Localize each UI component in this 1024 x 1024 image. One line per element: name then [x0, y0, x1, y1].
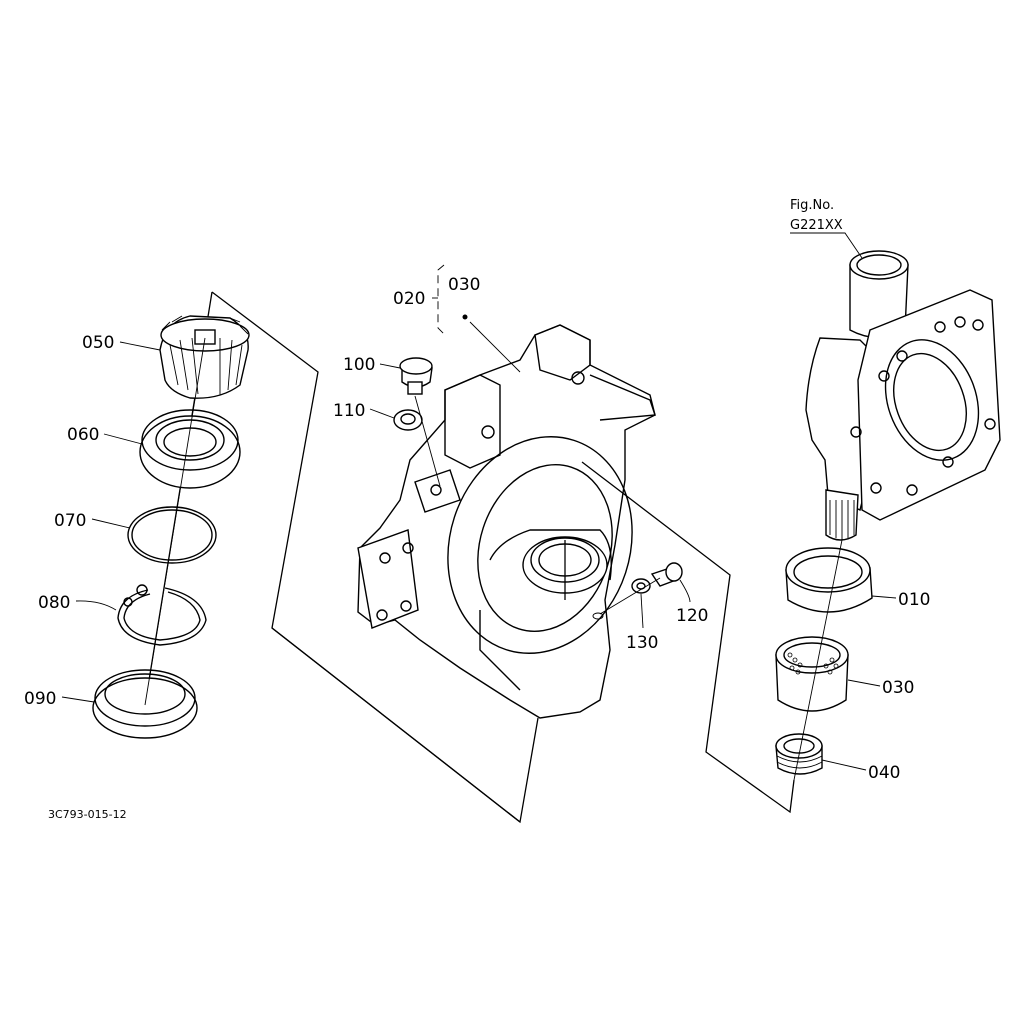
o-ring-070[interactable] [127, 506, 217, 564]
washer-110[interactable] [393, 409, 423, 431]
bolt-axis [599, 577, 661, 615]
bearing-060[interactable] [139, 409, 241, 489]
callout-030-case: 030 [448, 275, 480, 295]
reference-assembly-g221xx[interactable] [805, 250, 1001, 541]
snap-ring-080[interactable] [117, 584, 207, 646]
callout-080: 080 [38, 593, 70, 613]
right-leaders [790, 232, 897, 771]
left-axis-line [144, 337, 206, 706]
seal-090[interactable] [92, 669, 198, 739]
fig-code: G221XX [790, 218, 843, 233]
callout-050: 050 [82, 333, 114, 353]
drawing-code: 3C793-015-12 [48, 808, 127, 821]
callout-040: 040 [868, 763, 900, 783]
callout-020: 020 [393, 289, 425, 309]
callout-110: 110 [333, 401, 365, 421]
callout-060: 060 [67, 425, 99, 445]
bearing-cup-010[interactable] [785, 547, 873, 613]
callout-100: 100 [343, 355, 375, 375]
callout-070: 070 [54, 511, 86, 531]
fig-no-label: Fig.No. [790, 198, 834, 213]
callout-030-bush: 030 [882, 678, 914, 698]
callout-130: 130 [626, 633, 658, 653]
left-leaders [61, 341, 161, 703]
callout-120: 120 [676, 606, 708, 626]
center-group-bracket [271, 461, 795, 824]
bolt-120[interactable] [650, 562, 683, 587]
center-leaders [369, 264, 691, 629]
gear-case-020-030[interactable] [357, 324, 660, 719]
needle-bush-030[interactable] [775, 636, 849, 712]
callout-090: 090 [24, 689, 56, 709]
callout-010: 010 [898, 590, 930, 610]
bevel-gear-050[interactable] [159, 315, 250, 399]
right-axis-line [793, 539, 843, 781]
plug-100[interactable] [399, 357, 433, 395]
seal-040[interactable] [775, 733, 823, 775]
plug-axis [414, 395, 441, 487]
